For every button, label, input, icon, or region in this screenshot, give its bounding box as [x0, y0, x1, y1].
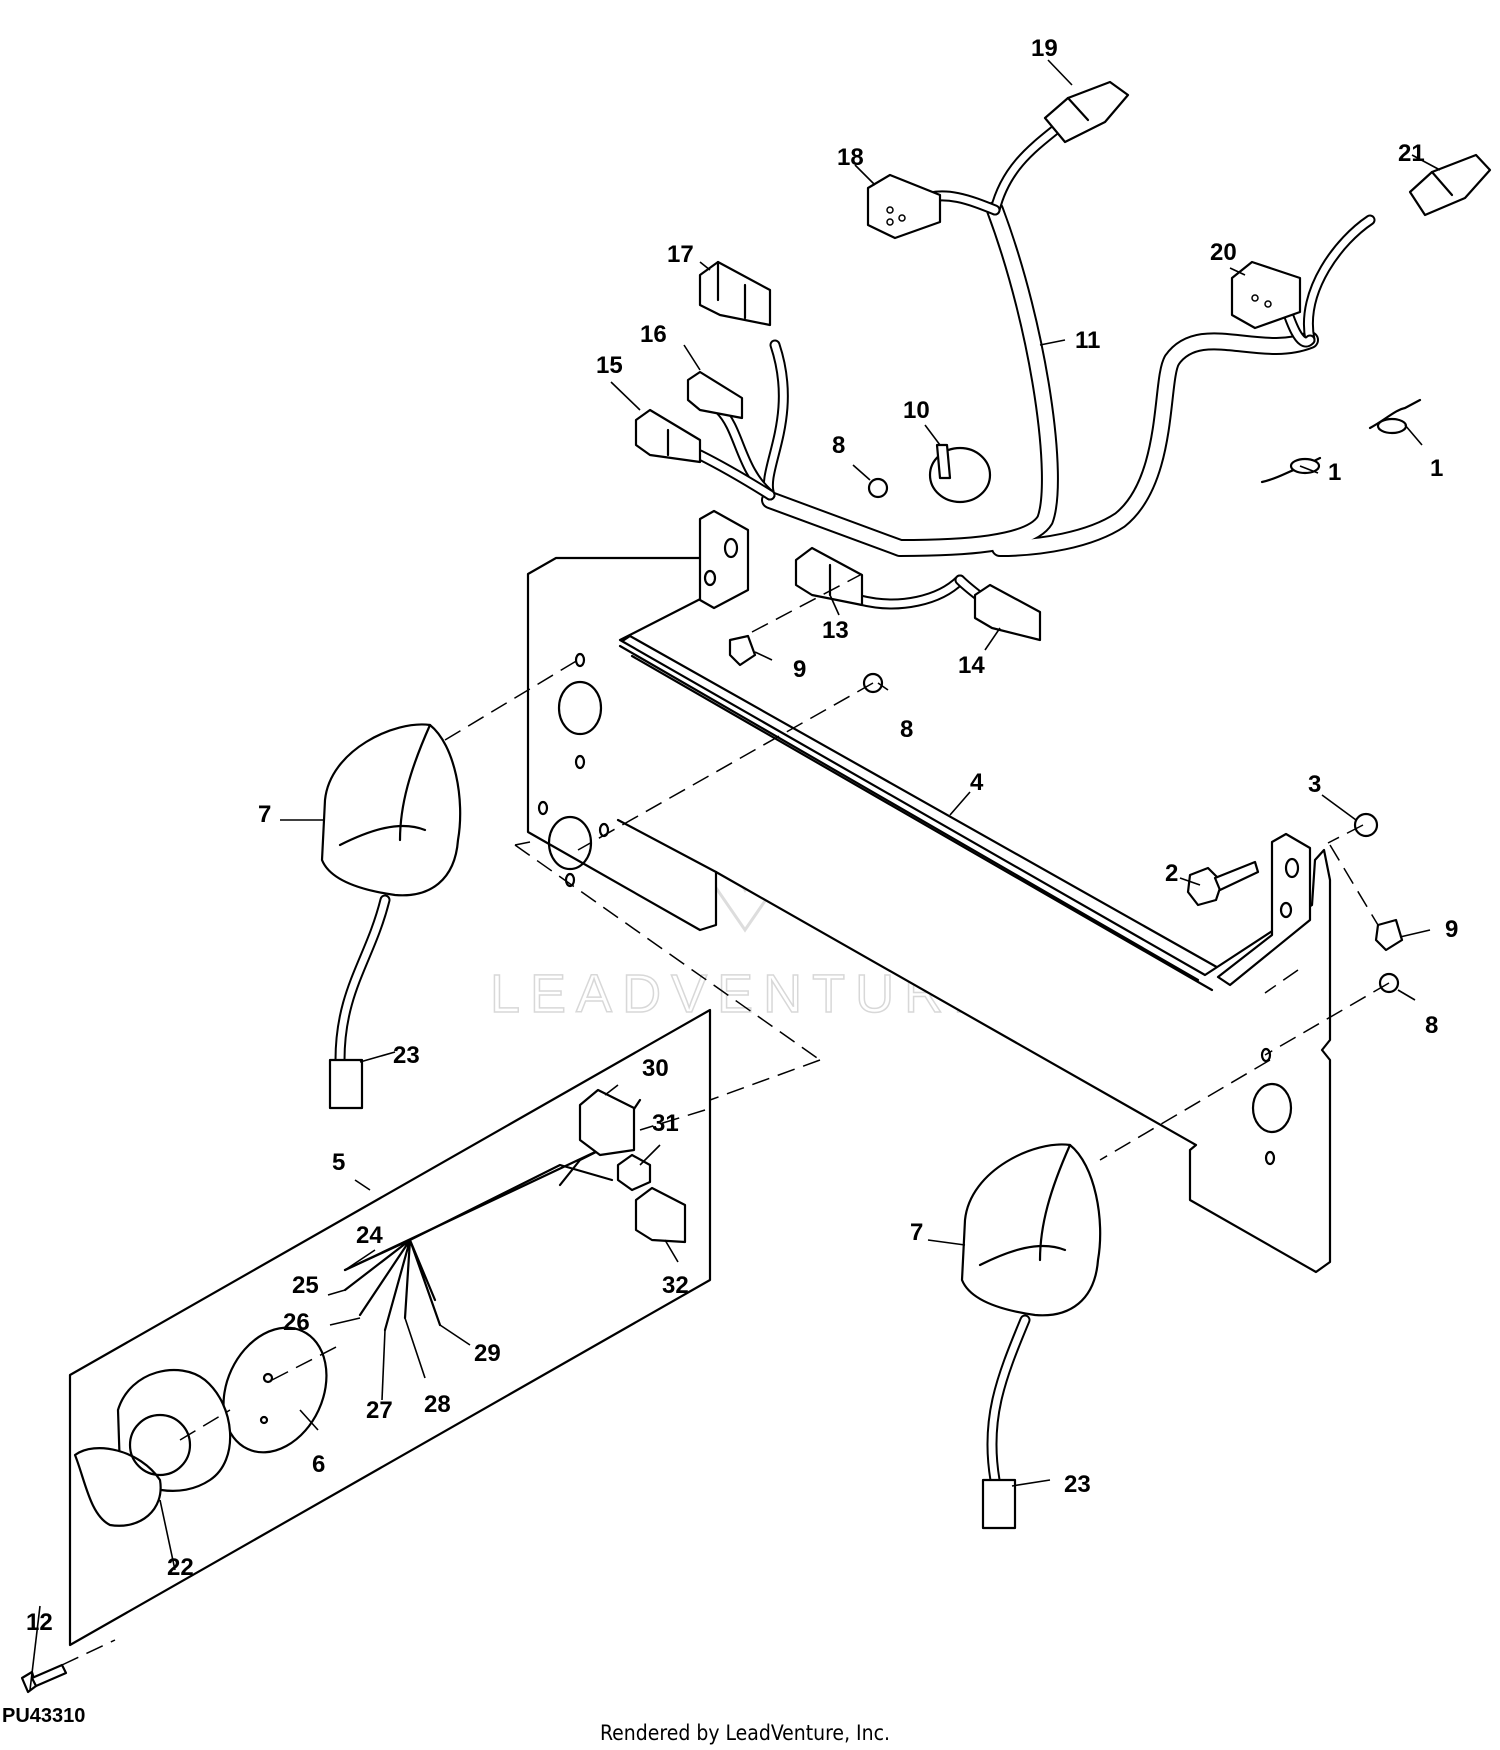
callout-1: 1	[1328, 459, 1341, 486]
callout-24: 24	[356, 1222, 383, 1249]
callout-16: 16	[640, 321, 667, 348]
callout-9: 9	[1445, 916, 1458, 943]
callout-11: 11	[1075, 327, 1100, 354]
callout-7: 7	[258, 801, 271, 828]
callout-22: 22	[167, 1554, 194, 1581]
callout-12: 12	[26, 1609, 53, 1636]
leader-lines	[29, 59, 1441, 1691]
callout-17: 17	[667, 241, 694, 268]
detail-box	[68, 1008, 712, 1647]
callout-9: 9	[793, 656, 806, 683]
callout-26: 26	[283, 1309, 310, 1336]
callout-8: 8	[1425, 1012, 1438, 1039]
callout-30: 30	[642, 1055, 669, 1082]
bracket-assembly	[526, 509, 1332, 1274]
callout-19: 19	[1031, 35, 1058, 62]
callout-20: 20	[1210, 239, 1237, 266]
callout-labels: 1 1 2 3 4 5 6 7 7 8 8 8 9 9 10 11 12 13 …	[26, 35, 1458, 1636]
callout-27: 27	[366, 1397, 393, 1424]
callout-8: 8	[832, 432, 845, 459]
alignment-lines	[61, 573, 1390, 1666]
callout-5: 5	[332, 1149, 345, 1176]
lamp-left	[320, 723, 462, 1110]
callout-18: 18	[837, 144, 864, 171]
callout-23: 23	[393, 1042, 420, 1069]
callout-13: 13	[822, 617, 849, 644]
callout-10: 10	[903, 397, 930, 424]
lamp-right	[960, 1143, 1102, 1530]
callout-1: 1	[1430, 455, 1443, 482]
connectors	[634, 80, 1492, 642]
callout-3: 3	[1308, 771, 1321, 798]
figure-id: PU43310	[2, 1705, 85, 1727]
callout-28: 28	[424, 1391, 451, 1418]
callout-32: 32	[662, 1272, 689, 1299]
callout-15: 15	[596, 352, 623, 379]
callout-7: 7	[910, 1219, 923, 1246]
callout-21: 21	[1398, 140, 1425, 167]
callout-25: 25	[292, 1272, 319, 1299]
callout-6: 6	[312, 1451, 325, 1478]
callout-2: 2	[1165, 860, 1178, 887]
callout-4: 4	[970, 769, 984, 796]
footer-credit: Rendered by LeadVenture, Inc.	[600, 1721, 890, 1745]
callout-14: 14	[958, 652, 985, 679]
main-wiring-harness	[694, 124, 1376, 611]
callout-23: 23	[1064, 1471, 1091, 1498]
callout-31: 31	[652, 1110, 679, 1137]
callout-29: 29	[474, 1340, 501, 1367]
callout-8: 8	[900, 716, 913, 743]
